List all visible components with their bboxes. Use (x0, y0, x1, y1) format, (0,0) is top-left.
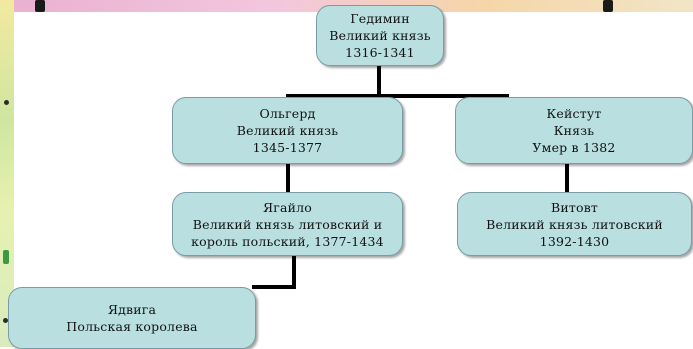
background-leaf (3, 250, 9, 264)
node-vitovt: Витовт Великий князь литовский 1392-1430 (457, 192, 692, 256)
node-title-years: король польский, 1377-1434 (191, 233, 384, 249)
node-title: Великий князь (236, 123, 339, 138)
node-title: Польская королева (66, 319, 198, 334)
node-yagailo: Ягайло Великий князь литовский и король … (172, 192, 403, 256)
node-title: Великий князь литовский и (192, 216, 383, 232)
background-dot (4, 100, 9, 105)
node-title: Великий князь литовский (486, 216, 663, 232)
node-name: Ягайло (262, 199, 313, 215)
connector-line (286, 161, 290, 193)
node-title: Князь (553, 123, 595, 138)
node-yadviga: Ядвига Польская королева (8, 287, 256, 349)
node-name: Гедимин (350, 11, 410, 26)
family-tree-diagram: Гедимин Великий князь 1316-1341 Ольгерд … (8, 5, 693, 349)
connector-line (292, 253, 296, 288)
node-name: Витовт (550, 199, 599, 215)
node-olgerd: Ольгерд Великий князь 1345-1377 (172, 97, 403, 164)
node-keistut: Кейстут Князь Умер в 1382 (455, 97, 693, 164)
background-mark (35, 0, 45, 12)
node-years: 1345-1377 (252, 140, 323, 155)
node-gedimin: Гедимин Великий князь 1316-1341 (316, 5, 444, 66)
node-years: 1392-1430 (539, 233, 610, 249)
node-name: Кейстут (546, 106, 602, 121)
node-note: Умер в 1382 (532, 140, 616, 155)
connector-line (252, 285, 296, 289)
node-title: Великий князь (329, 28, 431, 43)
connector-line (565, 161, 569, 193)
connector-line (286, 94, 509, 98)
connector-line (377, 64, 381, 97)
node-years: 1316-1341 (345, 45, 415, 60)
background-dot (3, 318, 8, 323)
node-name: Ядвига (107, 302, 157, 317)
background-mark (603, 0, 613, 12)
node-name: Ольгерд (259, 106, 316, 121)
